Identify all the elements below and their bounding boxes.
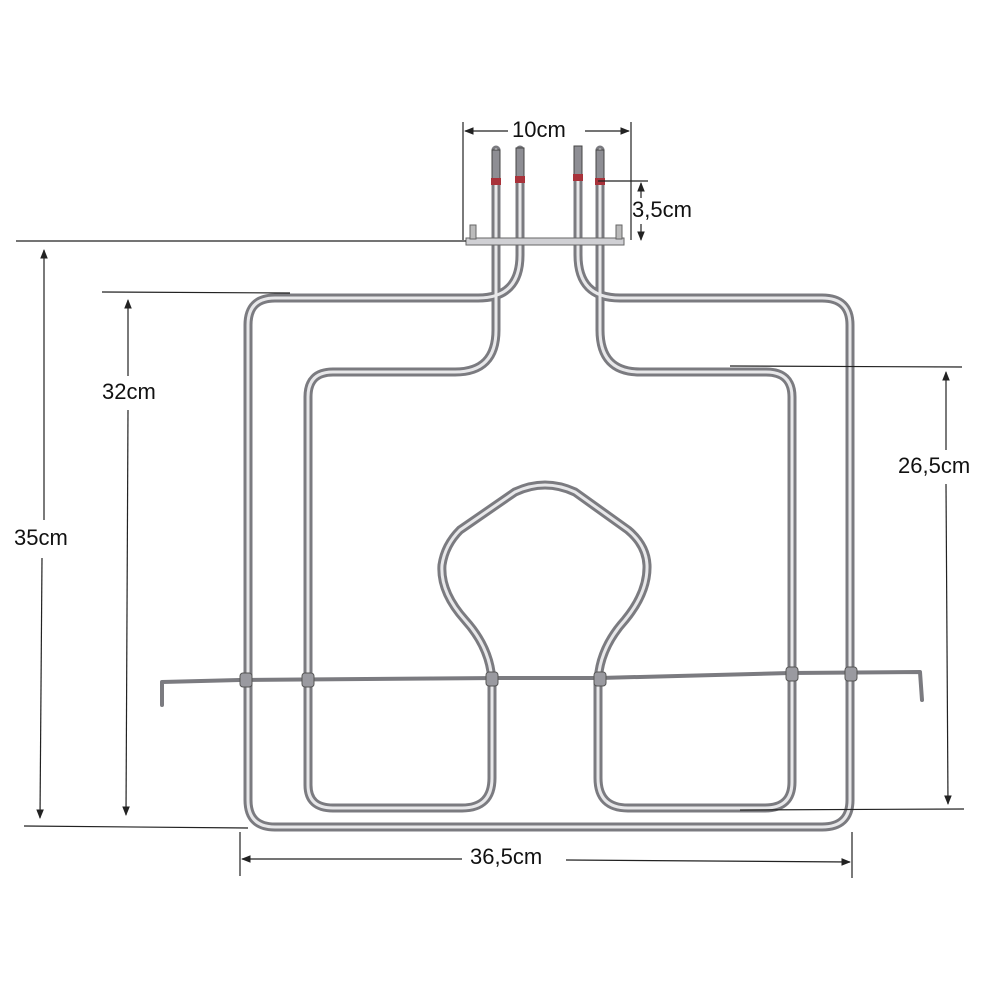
inner-loop-height-label: 26,5cm <box>898 453 971 478</box>
terminal-height-label: 3,5cm <box>632 197 692 222</box>
dimension-lines <box>16 122 965 878</box>
terminal-block <box>465 145 625 246</box>
heating-element <box>160 145 924 832</box>
width-label: 36,5cm <box>470 844 543 869</box>
outer-loop-height-label: 32cm <box>102 379 156 404</box>
total-height-label: 35cm <box>14 525 68 550</box>
terminal-spacing-label: 10cm <box>512 117 566 142</box>
